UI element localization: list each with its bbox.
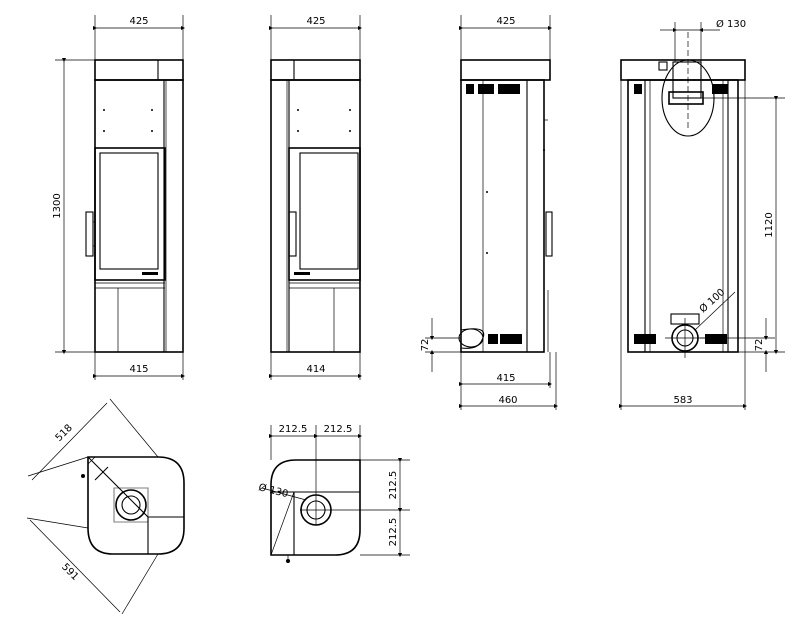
square-bottom-half-label: 212.5	[388, 518, 399, 547]
back-flue-height-label: 1120	[764, 212, 775, 237]
back-inlet-height-label: 72	[754, 339, 765, 352]
square-top-half-label: 212.5	[388, 471, 399, 500]
rear-depth-label: 460	[498, 395, 517, 406]
rear-view: 425 72 415 460	[420, 15, 559, 410]
side-width-bottom-label: 414	[306, 364, 325, 375]
rear-inner-width-label: 415	[496, 373, 515, 384]
square-right-half-label: 212.5	[324, 424, 353, 435]
front-width-bottom-label: 415	[129, 364, 148, 375]
corner-side-a-label: 518	[54, 423, 75, 444]
back-overall-width-label: 583	[673, 395, 692, 406]
corner-side-b-label: 591	[59, 562, 80, 583]
square-flue-diameter-label: Ø 130	[257, 481, 289, 500]
corner-plan-view: 518 591	[26, 398, 185, 615]
front-view: 425 1300 415	[52, 15, 186, 380]
back-view: Ø 130 1120 Ø 100 72 583	[618, 18, 785, 410]
side-width-top-label: 425	[306, 16, 325, 27]
front-height-label: 1300	[52, 193, 63, 218]
back-flue-diameter-label: Ø 130	[716, 18, 746, 30]
rear-inlet-height-label: 72	[420, 339, 431, 352]
square-plan-view: 212.5 212.5 212.5 212.5 Ø 130	[257, 424, 410, 563]
rear-width-top-label: 425	[496, 16, 515, 27]
front-width-top-label: 425	[129, 16, 148, 27]
side-view: 425 414	[268, 15, 363, 380]
square-left-half-label: 212.5	[279, 424, 308, 435]
